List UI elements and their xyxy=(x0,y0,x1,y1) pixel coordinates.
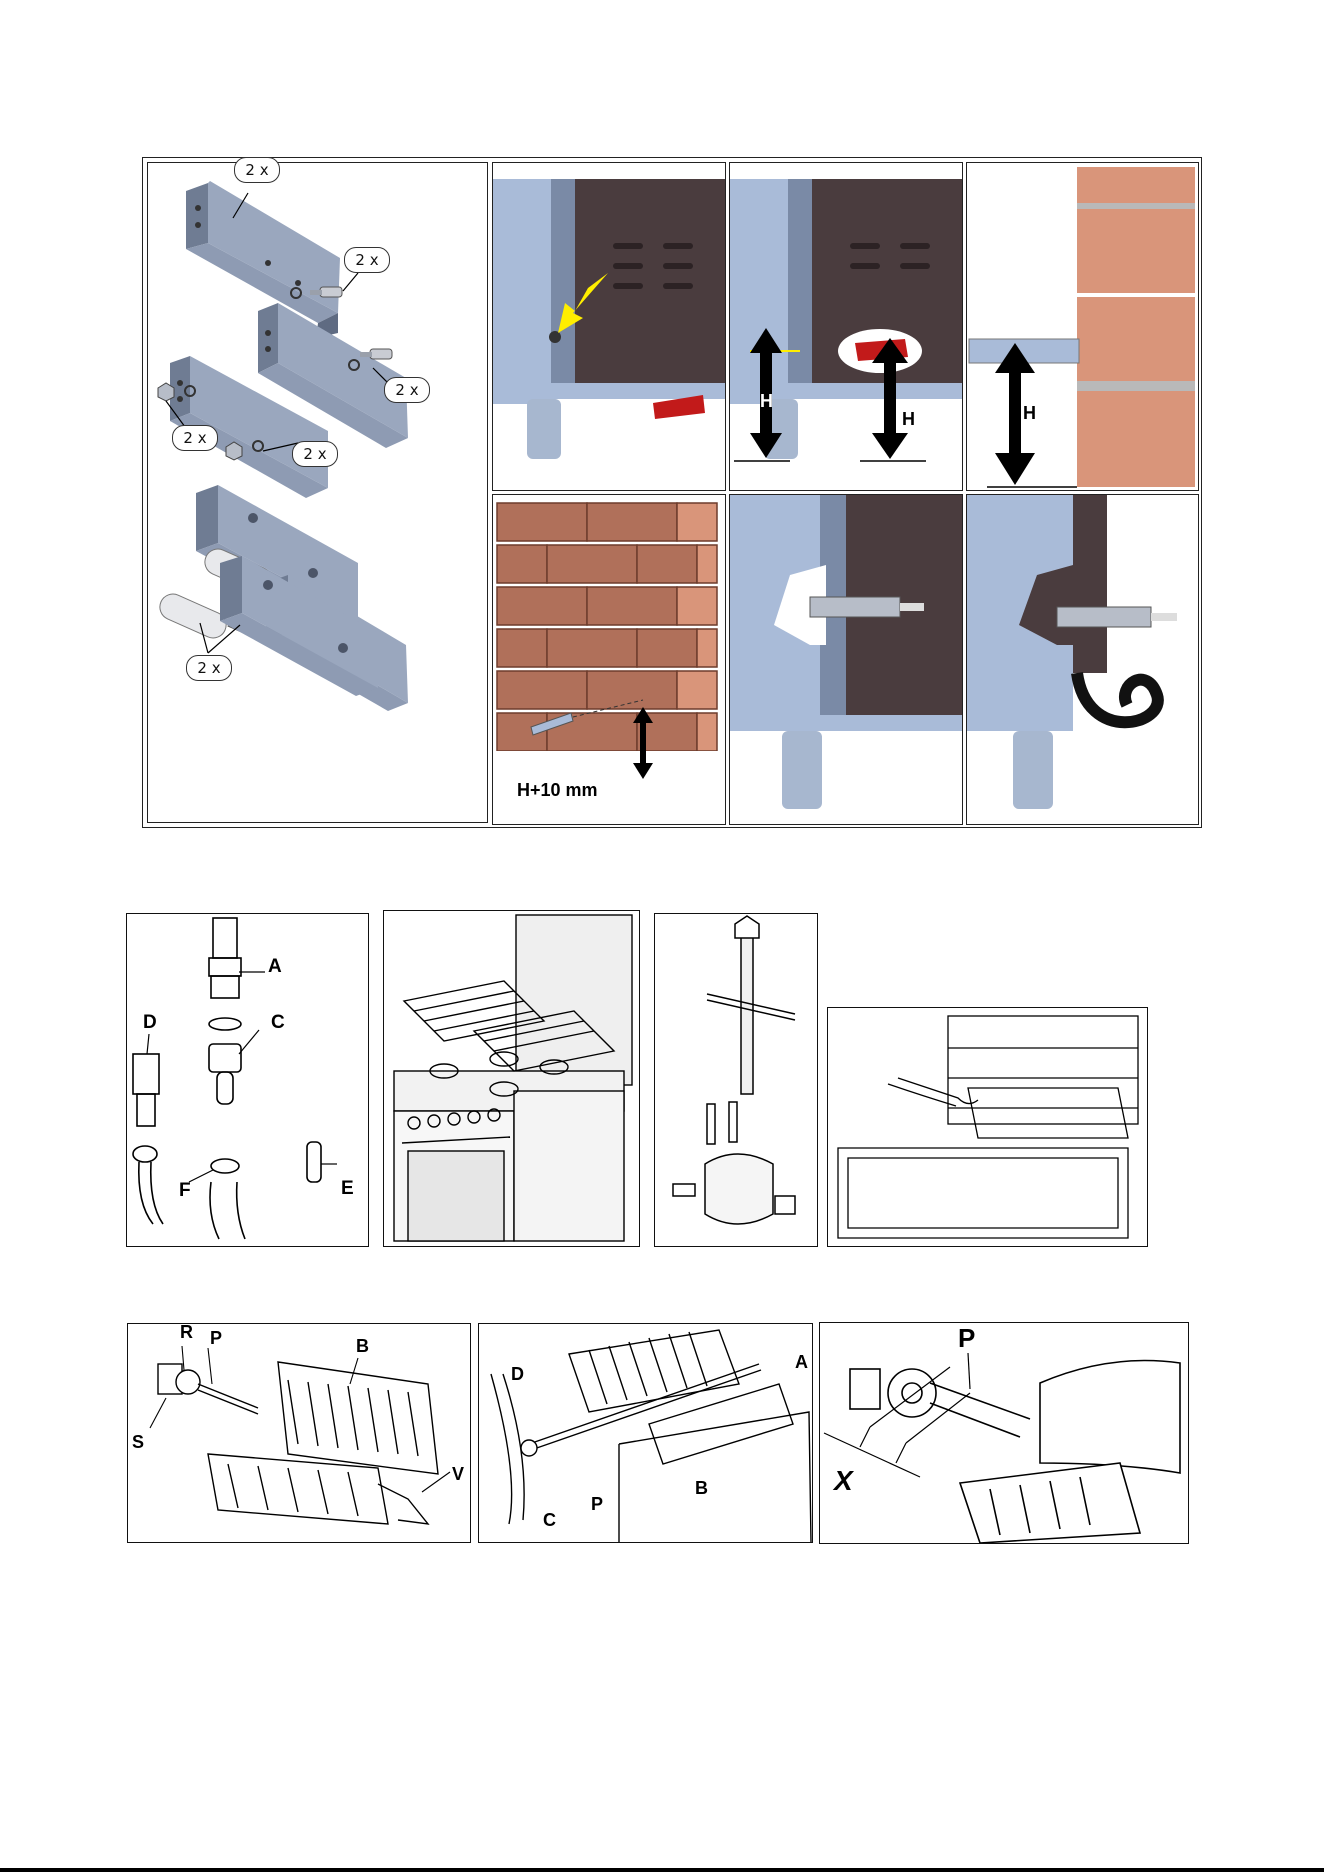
grill-label-d: D xyxy=(511,1364,524,1385)
height-label-wall: H xyxy=(1023,403,1036,424)
qty-label-plugs: 2 x xyxy=(186,655,232,681)
grill-label-b: B xyxy=(695,1478,708,1499)
burner-label-b: B xyxy=(356,1336,369,1357)
qty-label-washers: 2 x xyxy=(384,377,430,403)
qty-label-nuts: 2 x xyxy=(172,425,218,451)
detail-label-p: P xyxy=(958,1323,975,1354)
bracket-pair-middle xyxy=(170,303,408,498)
exploded-parts-panel: 2 x 2 x 2 x 2 x 2 x 2 x xyxy=(147,162,488,823)
figure-wall-bracket: 2 x 2 x 2 x 2 x 2 x 2 x xyxy=(142,157,1202,828)
height-label-left: H xyxy=(760,391,773,412)
page-bottom-rule xyxy=(0,1868,1324,1872)
detail-label-x: X xyxy=(834,1465,853,1497)
qty-label-bracket-top: 2 x xyxy=(234,157,280,183)
step-panel-1 xyxy=(492,162,726,491)
step-panel-3: H xyxy=(966,162,1199,491)
figure-tools xyxy=(654,913,818,1247)
qty-label-screws: 2 x xyxy=(344,247,390,273)
label-d: D xyxy=(143,1012,157,1034)
grill-label-c: C xyxy=(543,1510,556,1531)
figure-oven-interior xyxy=(827,1007,1148,1247)
figure-cooker xyxy=(383,910,640,1247)
step-panel-4: H+10 mm xyxy=(492,494,726,825)
qty-label-lock-washers: 2 x xyxy=(292,441,338,467)
height-label-right: H xyxy=(902,409,915,430)
step-panel-6 xyxy=(966,494,1199,825)
burner-label-r: R xyxy=(180,1323,193,1343)
label-f: F xyxy=(179,1180,191,1202)
label-a: A xyxy=(268,956,282,978)
exploded-parts-drawing xyxy=(148,163,487,822)
burner-label-v: V xyxy=(452,1464,464,1485)
label-c: C xyxy=(271,1012,285,1034)
label-e: E xyxy=(341,1178,354,1200)
wall-height-label: H+10 mm xyxy=(517,780,598,801)
step-panel-5 xyxy=(729,494,963,825)
grill-label-p: P xyxy=(591,1494,603,1515)
figure-grill-burner: D A C P B xyxy=(478,1323,813,1543)
step-panel-2: H H xyxy=(729,162,963,491)
burner-label-s: S xyxy=(132,1432,144,1453)
grill-label-a: A xyxy=(795,1352,808,1373)
figure-gas-connection-parts: A C D E F xyxy=(126,913,369,1247)
figure-burner-removal: R P B S V xyxy=(127,1323,471,1543)
figure-injector-detail: P X xyxy=(819,1322,1189,1544)
burner-label-p: P xyxy=(210,1328,222,1349)
